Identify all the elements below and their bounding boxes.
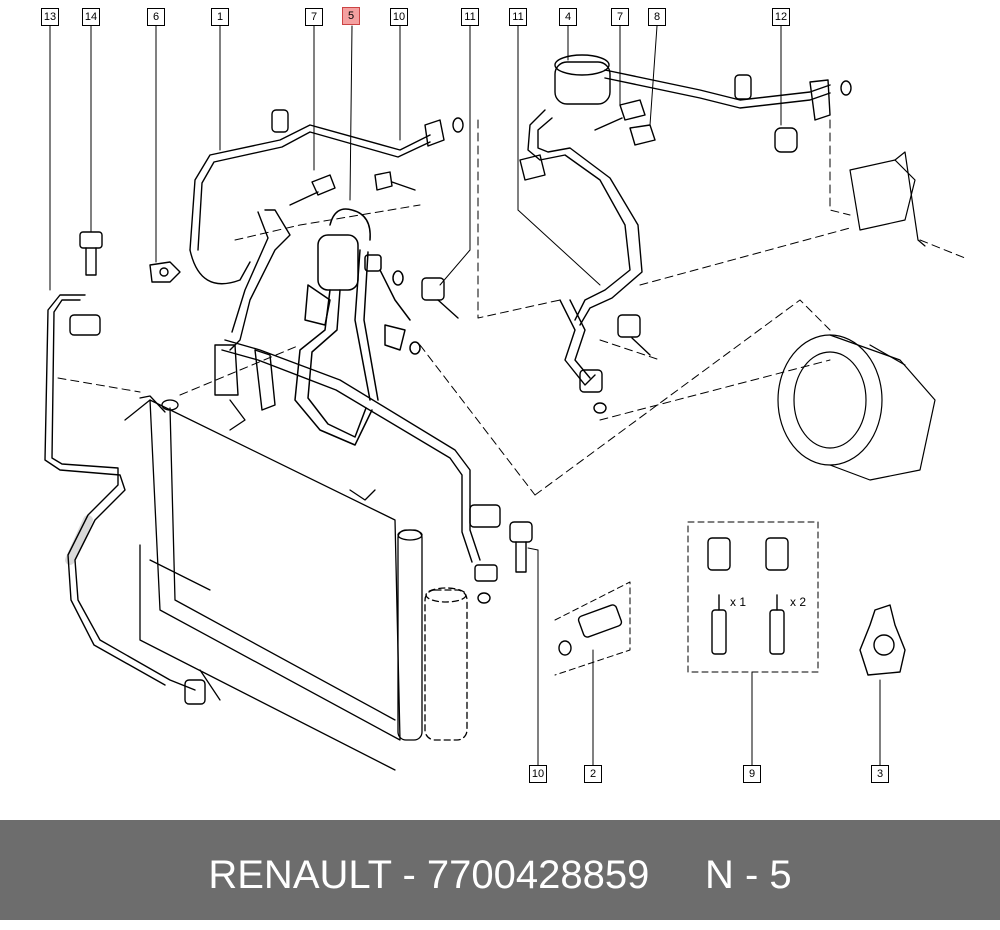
callout-10-top: 10 bbox=[390, 8, 408, 26]
callout-13: 13 bbox=[41, 8, 59, 26]
clip-6 bbox=[149, 261, 181, 283]
callout-8: 8 bbox=[648, 8, 666, 26]
bolt-14 bbox=[79, 231, 103, 276]
footer-bar: RENAULT - 7700428859 N - 5 bbox=[0, 820, 1000, 920]
pressure-switch-2 bbox=[554, 581, 631, 676]
bolts-right-group bbox=[594, 99, 798, 356]
dashed-lines bbox=[57, 119, 966, 496]
parts-diagram bbox=[44, 25, 966, 771]
callout-14: 14 bbox=[82, 8, 100, 26]
pipe-5 bbox=[294, 208, 421, 446]
compressor bbox=[777, 151, 936, 481]
callout-12: 12 bbox=[772, 8, 790, 26]
quantity-label-2: x 2 bbox=[790, 595, 807, 609]
callout-2: 2 bbox=[584, 765, 602, 783]
leader-lines bbox=[49, 25, 881, 766]
valve-kit-9 bbox=[687, 521, 819, 673]
drier-4 bbox=[554, 54, 852, 121]
callout-6: 6 bbox=[147, 8, 165, 26]
bag-3 bbox=[859, 604, 906, 676]
callout-11-right: 11 bbox=[509, 8, 527, 26]
quantity-label-1: x 1 bbox=[730, 595, 747, 609]
hose-right bbox=[519, 109, 643, 414]
bolt-11-center bbox=[421, 277, 459, 319]
bolts-left-group bbox=[289, 171, 416, 206]
callout-3: 3 bbox=[871, 765, 889, 783]
footer-part-label: RENAULT - 7700428859 N - 5 bbox=[208, 853, 792, 897]
callout-11-left: 11 bbox=[461, 8, 479, 26]
bolt-10-lower bbox=[509, 521, 533, 573]
callout-4: 4 bbox=[559, 8, 577, 26]
callout-5-highlighted: 5 bbox=[342, 7, 360, 25]
hose-assembly-center bbox=[214, 209, 501, 604]
callout-7-right: 7 bbox=[611, 8, 629, 26]
condenser bbox=[124, 395, 468, 771]
callout-1: 1 bbox=[211, 8, 229, 26]
callout-10-bottom: 10 bbox=[529, 765, 547, 783]
callout-7-left: 7 bbox=[305, 8, 323, 26]
hose-13 bbox=[44, 294, 206, 705]
callout-9: 9 bbox=[743, 765, 761, 783]
pipe-1 bbox=[189, 109, 464, 285]
